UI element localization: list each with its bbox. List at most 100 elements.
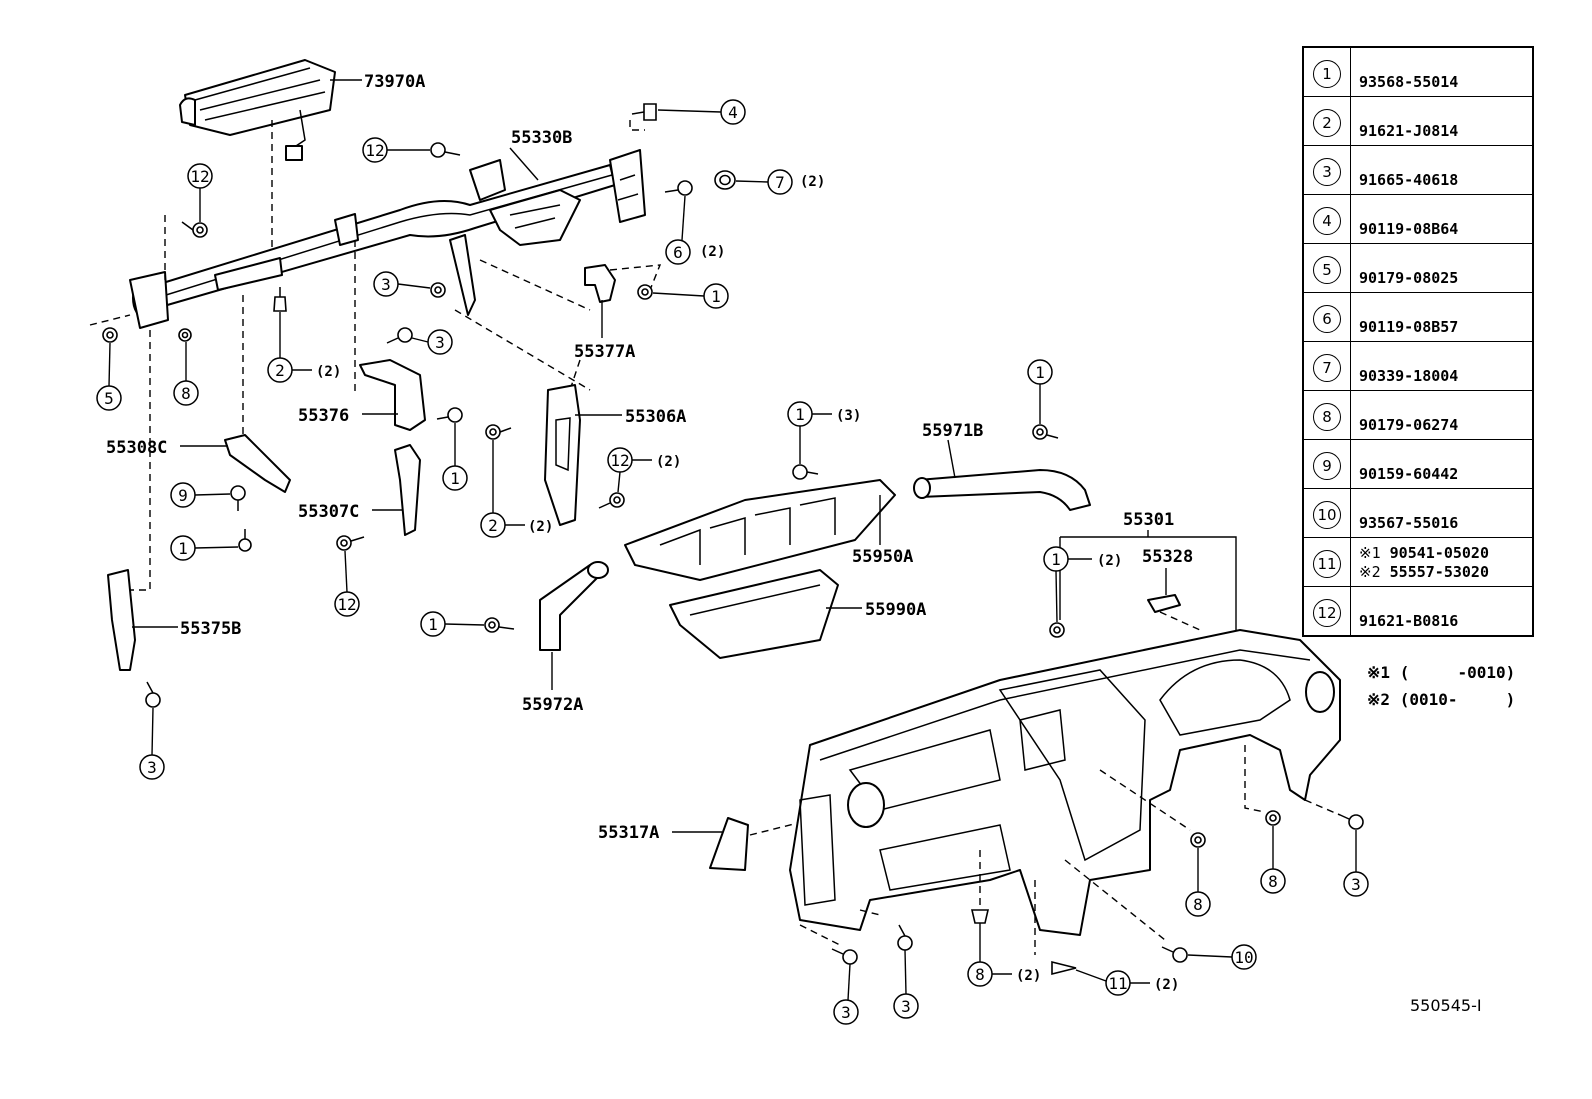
svg-text:8: 8 xyxy=(975,965,985,984)
callout-11: 11 (2) xyxy=(1075,969,1179,996)
callout-3-e: 3 xyxy=(833,963,859,1025)
legend-part-text: 90541-05020 xyxy=(1389,544,1489,562)
legend-part-line: 90159-60442 xyxy=(1359,465,1532,484)
legend-ref-number: 10 xyxy=(1302,488,1351,538)
legend-ref-number: 2 xyxy=(1302,96,1351,146)
legend-part-number: 90159-60442 xyxy=(1350,439,1534,489)
legend-part-line: 90119-08B64 xyxy=(1359,220,1532,239)
svg-text:12: 12 xyxy=(190,167,209,186)
cover-55317a xyxy=(709,817,749,871)
legend-part-line: 90119-08B57 xyxy=(1359,318,1532,337)
legend-row: 5 90179-08025 xyxy=(1302,243,1534,293)
legend-row: 1 93568-55014 xyxy=(1302,46,1534,97)
svg-text:1: 1 xyxy=(1035,363,1045,382)
legend-part-number: 91621-J0814 xyxy=(1350,96,1534,146)
legend-ref-number: 6 xyxy=(1302,292,1351,342)
brace-55375b xyxy=(107,569,136,671)
legend-row: 2 91621-J0814 xyxy=(1302,96,1534,146)
callout-2-a: 2 (2) xyxy=(267,312,341,383)
callout-8-d: 8 (2) xyxy=(967,923,1041,987)
svg-text:1: 1 xyxy=(795,405,805,424)
legend-ref-circle: 4 xyxy=(1313,206,1341,235)
legend-ref-circle: 1 xyxy=(1313,59,1341,88)
legend-part-text: 90339-18004 xyxy=(1359,367,1459,385)
callout-8-c: 8 xyxy=(1260,826,1286,894)
legend-part-text: 55557-53020 xyxy=(1389,563,1489,581)
legend-part-line: 90339-18004 xyxy=(1359,367,1532,386)
svg-text:8: 8 xyxy=(1193,895,1203,914)
label-55971b: 55971B xyxy=(922,421,983,441)
svg-text:(2): (2) xyxy=(656,454,681,470)
legend-part-line: 91621-J0814 xyxy=(1359,122,1532,141)
legend-mark: ※2 xyxy=(1359,563,1381,581)
svg-text:3: 3 xyxy=(1351,875,1361,894)
callout-3-c: 3 xyxy=(139,707,165,780)
diagram-code: 550545-I xyxy=(1410,996,1482,1015)
callout-8-b: 8 xyxy=(1185,848,1211,917)
legend-row: 10 93567-55016 xyxy=(1302,488,1534,538)
legend-ref-number: 9 xyxy=(1302,439,1351,489)
legend-ref-circle: 5 xyxy=(1313,255,1341,284)
callout-6: 6 (2) xyxy=(665,195,725,265)
callout-3-b: 3 xyxy=(411,329,453,355)
footnote-1: ※1 ( -0010) xyxy=(1367,663,1516,682)
label-55972a: 55972A xyxy=(522,695,583,715)
label-55377a: 55377A xyxy=(574,342,635,362)
label-55301: 55301 xyxy=(1123,510,1174,530)
legend-row: 11※1 90541-05020※2 55557-53020 xyxy=(1302,537,1534,587)
legend-part-text: 90179-08025 xyxy=(1359,269,1459,287)
legend-ref-circle: 6 xyxy=(1313,304,1341,333)
legend-ref-number: 8 xyxy=(1302,390,1351,440)
legend-part-number: 91665-40618 xyxy=(1350,145,1534,195)
svg-text:4: 4 xyxy=(728,103,738,122)
legend-part-text: 90179-06274 xyxy=(1359,416,1459,434)
svg-text:(2): (2) xyxy=(528,519,553,535)
legend-part-text: 93568-55014 xyxy=(1359,73,1459,91)
legend-part-number: 93567-55016 xyxy=(1350,488,1534,538)
legend-row: 4 90119-08B64 xyxy=(1302,194,1534,244)
label-55308c: 55308C xyxy=(106,438,167,458)
svg-text:1: 1 xyxy=(711,287,721,306)
legend-part-line: 91665-40618 xyxy=(1359,171,1532,190)
duct-55971b xyxy=(913,469,1091,511)
legend-part-number: 91621-B0816 xyxy=(1350,586,1534,637)
svg-text:3: 3 xyxy=(435,333,445,352)
legend-part-line: ※1 90541-05020 xyxy=(1359,544,1532,563)
duct-55950a xyxy=(624,479,896,581)
legend-part-text: 90159-60442 xyxy=(1359,465,1459,483)
callout-7: 7 (2) xyxy=(735,169,825,195)
callout-5: 5 xyxy=(96,342,122,411)
instrument-panel-55301 xyxy=(789,629,1341,936)
svg-text:1: 1 xyxy=(1051,550,1061,569)
legend-row: 9 90159-60442 xyxy=(1302,439,1534,489)
callout-8-a: 8 xyxy=(173,342,199,406)
reinforcement-55330b xyxy=(129,149,646,329)
legend-ref-number: 1 xyxy=(1302,46,1351,97)
callout-10: 10 xyxy=(1187,944,1257,970)
legend-ref-number: 12 xyxy=(1302,586,1351,637)
svg-text:(3): (3) xyxy=(836,408,861,424)
label-55375b: 55375B xyxy=(180,619,241,639)
callout-1-b: 1 xyxy=(442,423,468,491)
fastener-set xyxy=(102,103,1364,976)
svg-text:(2): (2) xyxy=(800,174,825,190)
bracket-55377a xyxy=(584,264,616,303)
callout-1-f: 1 xyxy=(420,611,485,637)
legend-ref-number: 4 xyxy=(1302,194,1351,244)
legend-part-text: 93567-55016 xyxy=(1359,514,1459,532)
legend-row: 8 90179-06274 xyxy=(1302,390,1534,440)
legend-ref-circle: 3 xyxy=(1313,157,1341,186)
bracket-55307c xyxy=(394,444,421,536)
legend-part-number: 90179-08025 xyxy=(1350,243,1534,293)
clip-55328 xyxy=(1147,594,1181,613)
svg-text:(2): (2) xyxy=(1154,977,1179,993)
callout-12-c: 12 (2) xyxy=(607,447,681,493)
brace-55306a xyxy=(544,384,581,526)
panel-55990a xyxy=(669,569,839,659)
legend-row: 6 90119-08B57 xyxy=(1302,292,1534,342)
svg-text:12: 12 xyxy=(337,595,356,614)
legend-ref-circle: 9 xyxy=(1313,451,1341,480)
